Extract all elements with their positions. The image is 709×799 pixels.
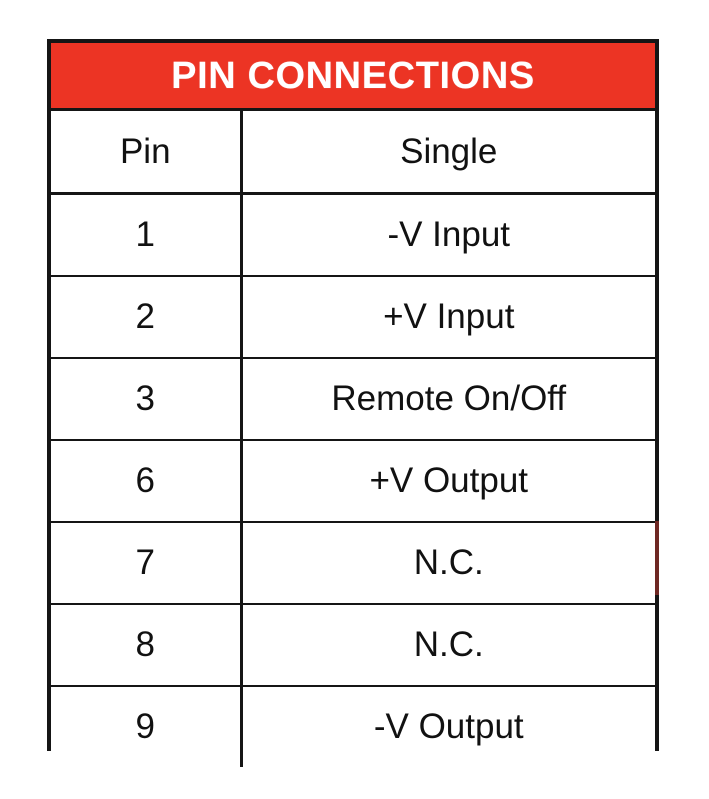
column-header-row: Pin Single (51, 109, 655, 195)
table-row: 1 -V Input (51, 193, 655, 277)
table-row: 7 N.C. (51, 522, 655, 605)
column-header-pin: Pin (51, 109, 243, 195)
cell-pin: 3 (51, 358, 243, 441)
table-row: 3 Remote On/Off (51, 358, 655, 441)
cell-pin: 9 (51, 686, 243, 767)
cell-single: N.C. (241, 604, 655, 687)
cell-pin: 7 (51, 522, 243, 605)
pin-connections-table-container: PIN CONNECTIONS Pin Single 1 -V Input 2 … (47, 39, 659, 767)
cell-pin: 1 (51, 193, 243, 277)
table-title: PIN CONNECTIONS (171, 54, 535, 97)
cell-pin: 8 (51, 604, 243, 687)
cell-single: Remote On/Off (241, 358, 655, 441)
cell-single: +V Output (241, 440, 655, 523)
cell-pin: 6 (51, 440, 243, 523)
cell-single: -V Input (241, 193, 655, 277)
cell-single: -V Output (373, 707, 524, 746)
table-row: 6 +V Output (51, 440, 655, 523)
scan-edge-artifact (655, 521, 659, 595)
pin-connections-table: PIN CONNECTIONS Pin Single 1 -V Input 2 … (51, 43, 655, 767)
table-row: 9 -V Output (51, 686, 655, 767)
cell-pin: 2 (51, 276, 243, 359)
table-row: 2 +V Input (51, 276, 655, 359)
cell-single: +V Input (241, 276, 655, 359)
table-banner-row: PIN CONNECTIONS (51, 43, 655, 111)
table-banner-cell: PIN CONNECTIONS (51, 43, 655, 111)
column-header-single: Single (241, 109, 655, 195)
table-row: 8 N.C. (51, 604, 655, 687)
cell-single: N.C. (241, 522, 655, 605)
